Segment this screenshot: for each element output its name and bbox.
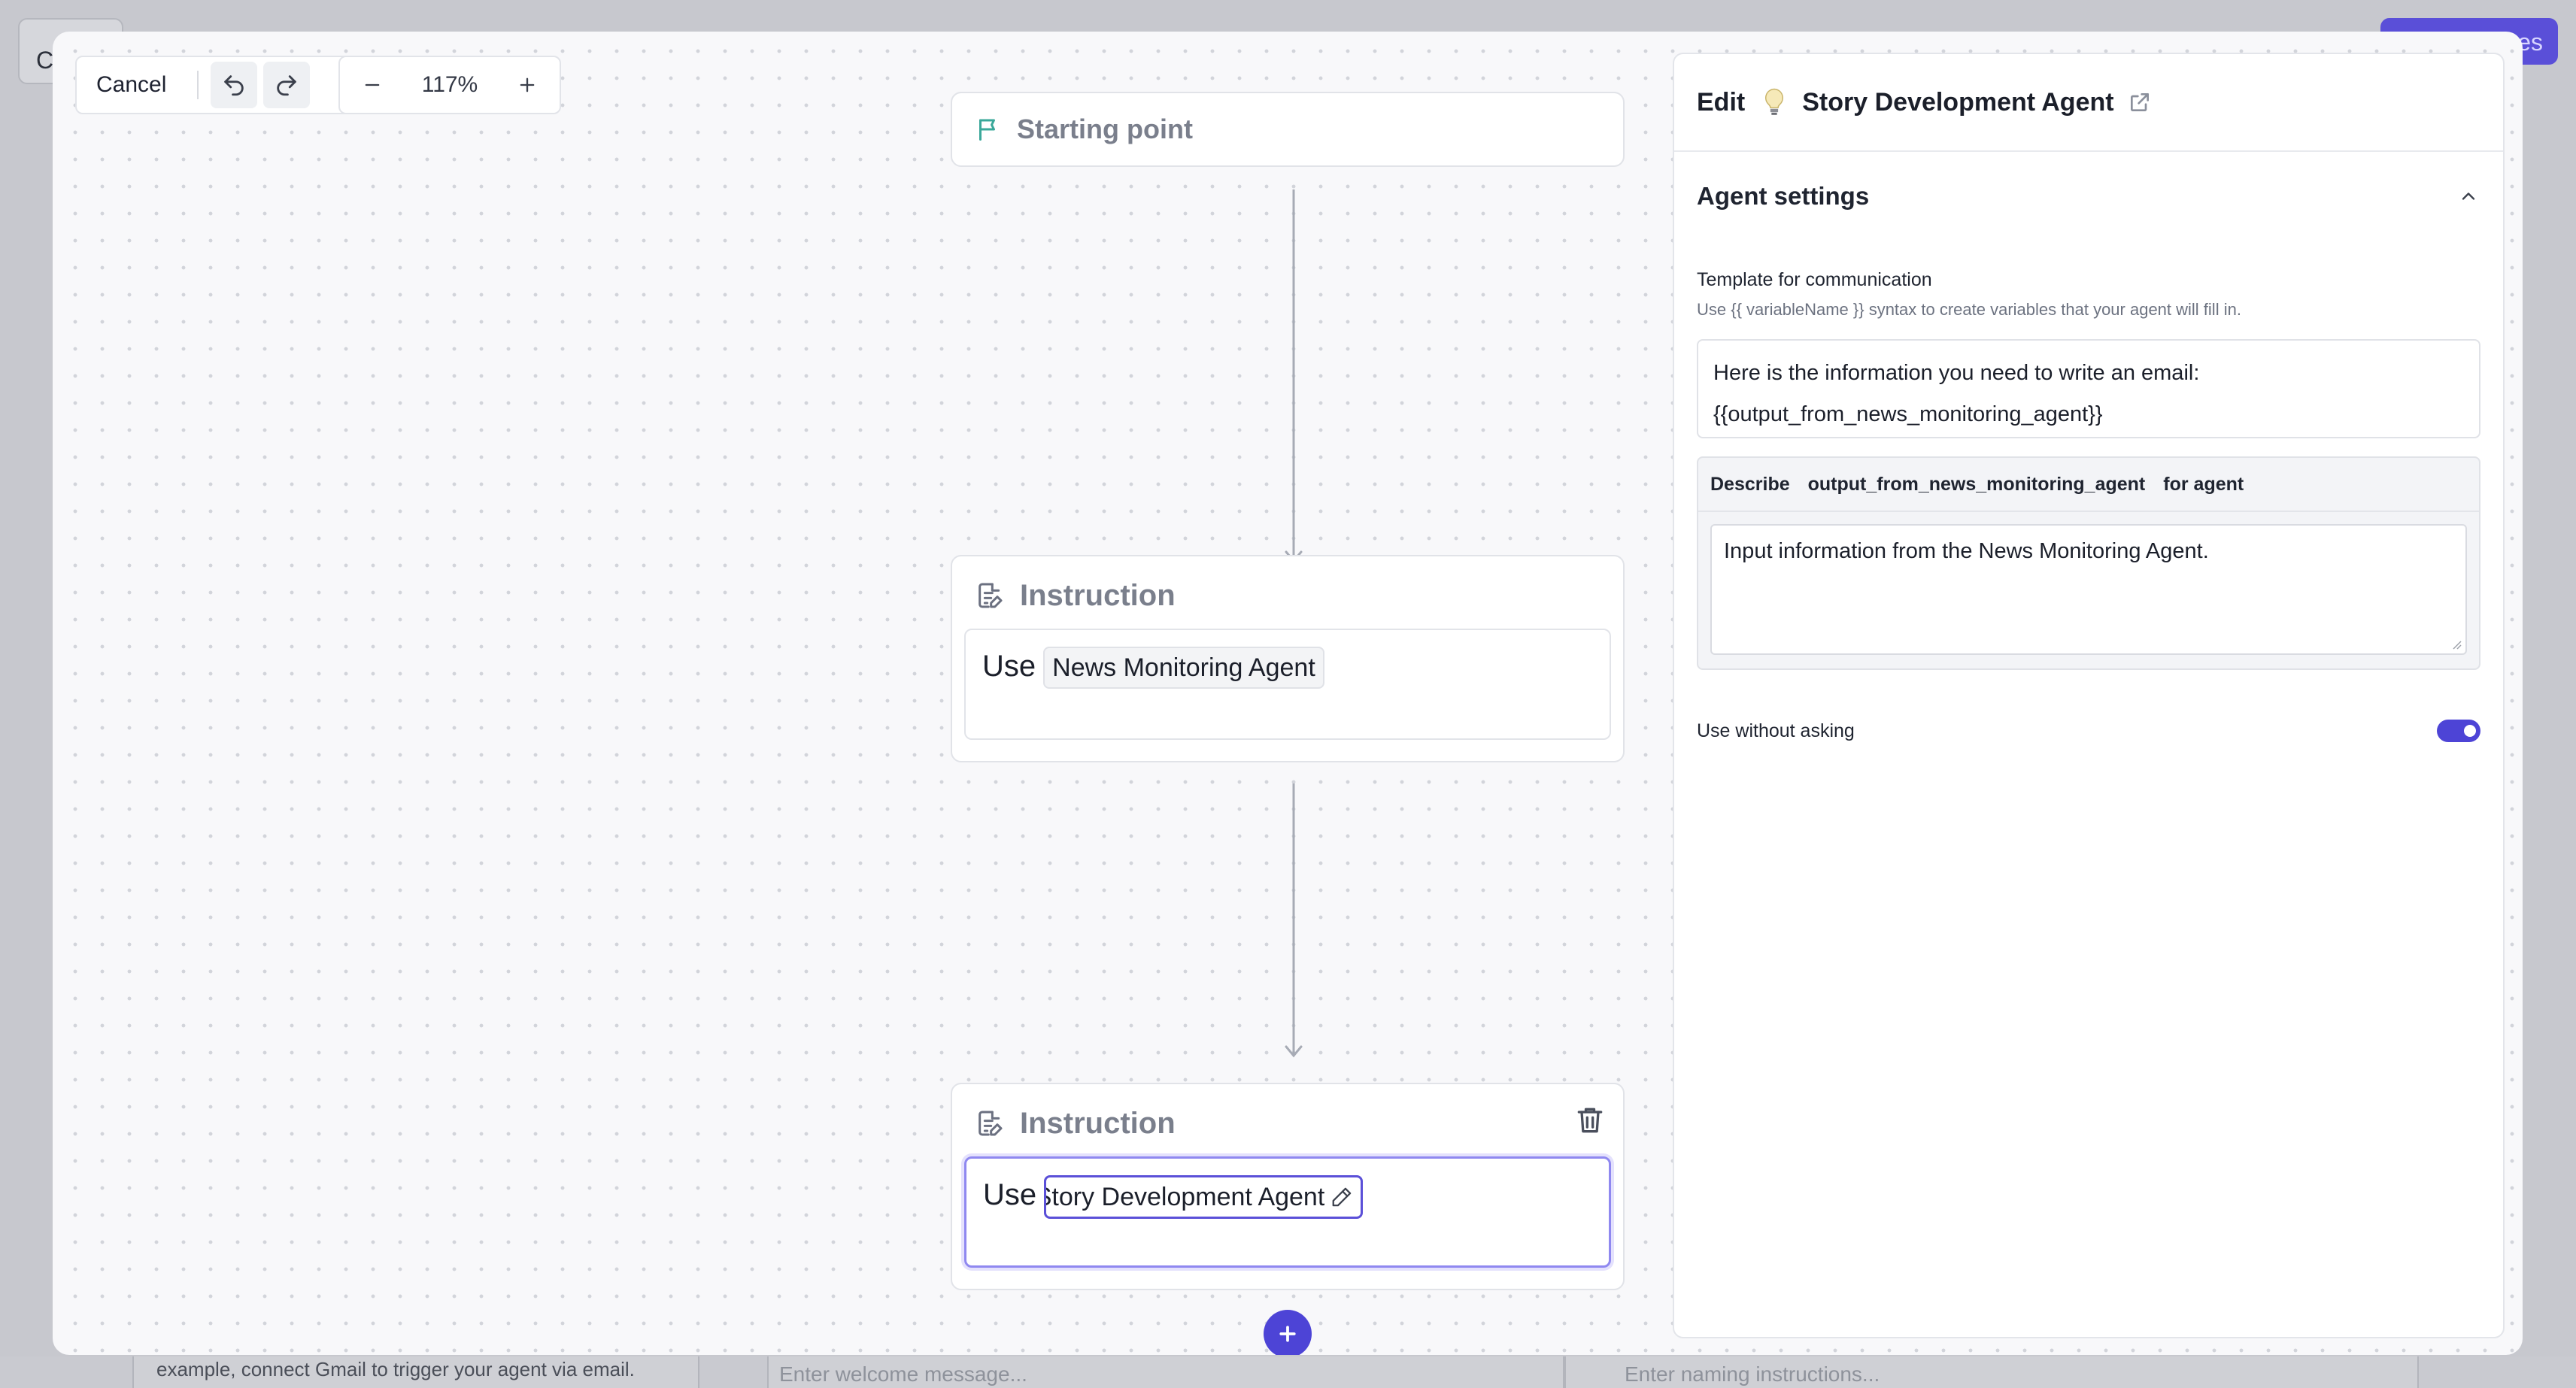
- background-naming-field: [1564, 1356, 2419, 1388]
- panel-header: Edit Story Development Agent: [1674, 54, 2503, 152]
- zoom-in-button[interactable]: [514, 72, 540, 98]
- plus-icon: [1279, 1326, 1296, 1342]
- pencil-icon[interactable]: [1330, 1186, 1353, 1208]
- undo-icon: [224, 75, 244, 96]
- external-link-icon[interactable]: [2128, 90, 2152, 114]
- template-label: Template for communication: [1697, 269, 1932, 290]
- redo-icon: [277, 75, 296, 96]
- connector-arrow: [1285, 189, 1303, 563]
- template-hint: Use {{ variableName }} syntax to create …: [1697, 300, 2241, 319]
- variable-description-text: Input information from the News Monitori…: [1724, 539, 2209, 563]
- section-title: Agent settings: [1697, 182, 1870, 210]
- trash-icon: [1577, 1108, 1603, 1133]
- instruction-title: Instruction: [1020, 578, 1176, 612]
- agent-edit-panel: Edit Story Development Agent Agent setti…: [1673, 53, 2505, 1338]
- redo-button[interactable]: [263, 62, 310, 108]
- zoom-out-button[interactable]: [360, 72, 385, 98]
- background-welcome-placeholder: Enter welcome message...: [779, 1362, 1027, 1386]
- template-variable-line: {{output_from_news_monitoring_agent}}: [1713, 402, 2103, 426]
- workflow-editor-modal: Cancel 117% Starting point Instruction: [53, 32, 2523, 1355]
- variable-name: output_from_news_monitoring_agent: [1807, 473, 2146, 495]
- instruction-editor[interactable]: Use News Monitoring Agent: [964, 629, 1611, 740]
- lightbulb-icon: [1765, 88, 1784, 115]
- chevron-up-icon[interactable]: [2458, 186, 2479, 207]
- instruction-header: Instruction: [964, 576, 1611, 615]
- variable-description-textarea[interactable]: Input information from the News Monitori…: [1710, 524, 2467, 655]
- instruction-node[interactable]: Instruction Use News Monitoring Agent: [951, 555, 1625, 762]
- instruction-header: Instruction: [964, 1104, 1611, 1143]
- instruction-title: Instruction: [1020, 1106, 1176, 1140]
- history-toolbar: Cancel: [75, 56, 373, 114]
- describe-word: Describe: [1710, 473, 1790, 495]
- template-editor[interactable]: Here is the information you need to writ…: [1697, 339, 2480, 438]
- undo-button[interactable]: [211, 62, 257, 108]
- starting-point-node[interactable]: Starting point: [951, 92, 1625, 167]
- template-line: Here is the information you need to writ…: [1713, 361, 2200, 385]
- toolbar-divider: [197, 71, 199, 99]
- instruction-node-active[interactable]: Instruction Use Story Development Agent: [951, 1083, 1625, 1290]
- delete-node-button[interactable]: [1573, 1104, 1607, 1141]
- cancel-button[interactable]: Cancel: [96, 72, 167, 97]
- describe-suffix: for agent: [2163, 473, 2244, 495]
- agent-chip-editing[interactable]: Story Development Agent: [1044, 1175, 1364, 1219]
- agent-name: Story Development Agent: [1802, 87, 2114, 117]
- zoom-level: 117%: [421, 72, 478, 97]
- document-edit-icon: [979, 583, 1003, 608]
- toggle-label: Use without asking: [1697, 720, 1855, 741]
- use-keyword: Use: [983, 1178, 1037, 1211]
- background-welcome-field: [767, 1356, 1564, 1388]
- variable-description-box: Describe output_from_news_monitoring_age…: [1697, 456, 2480, 670]
- agent-chip[interactable]: News Monitoring Agent: [1043, 647, 1324, 689]
- agent-chip-label: Story Development Agent: [1046, 1183, 1325, 1211]
- document-edit-icon: [979, 1111, 1003, 1136]
- starting-point-title: Starting point: [1017, 114, 1193, 144]
- background-card-text: example, connect Gmail to trigger your a…: [156, 1358, 635, 1380]
- background-card-1: [132, 1356, 699, 1388]
- background-naming-placeholder: Enter naming instructions...: [1625, 1362, 1880, 1386]
- agent-settings-section-header[interactable]: Agent settings: [1674, 152, 2503, 241]
- connector-arrow: [1285, 783, 1303, 1058]
- use-without-asking-toggle[interactable]: [2437, 720, 2480, 742]
- resize-grip-icon[interactable]: [2450, 638, 2462, 650]
- edit-label: Edit: [1697, 87, 1746, 117]
- plus-icon: [520, 77, 535, 92]
- minus-icon: [365, 83, 380, 86]
- variable-description-header: Describe output_from_news_monitoring_age…: [1698, 458, 2479, 512]
- instruction-editor[interactable]: Use Story Development Agent: [964, 1156, 1611, 1268]
- add-step-button[interactable]: [1264, 1310, 1312, 1355]
- use-keyword: Use: [982, 650, 1036, 683]
- use-without-asking-row: Use without asking: [1697, 720, 2480, 742]
- zoom-toolbar: 117%: [338, 56, 561, 114]
- flag-icon: [979, 119, 995, 141]
